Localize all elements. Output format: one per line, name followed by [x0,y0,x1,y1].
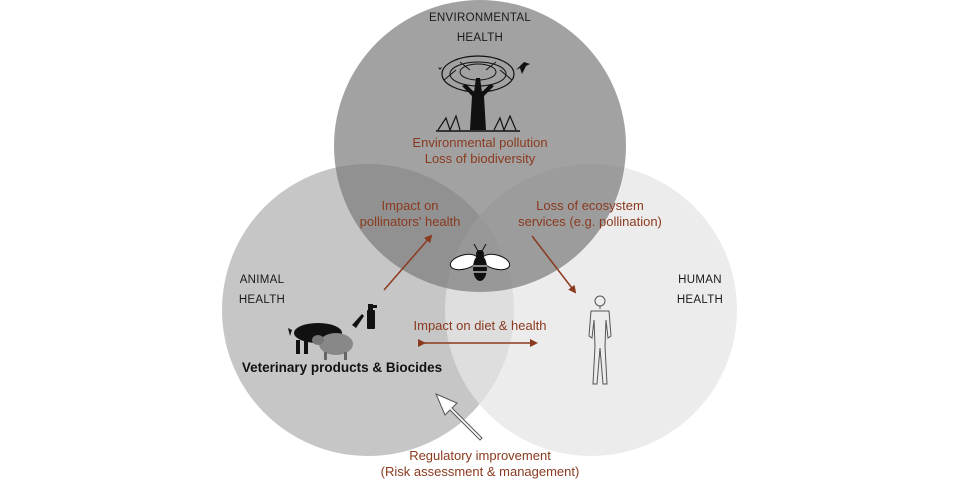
animal-label-line2: HEALTH [238,294,286,306]
human-label-line1: HUMAN [678,274,722,286]
env-effects-line1: Environmental pollution [412,135,548,150]
ecosystem-line2: services (e.g. pollination) [518,214,662,229]
human-figure-icon [588,295,612,385]
sheep-icon [312,333,353,360]
spray-bottle-icon [352,304,377,329]
arrow-to-human [531,235,577,294]
tree-icon [436,55,520,132]
environmental-health-circle [334,0,626,292]
regulatory-line1: Regulatory improvement [409,448,551,463]
environmental-effects-text: Environmental pollution Loss of biodiver… [380,135,580,167]
env-effects-line2: Loss of biodiversity [424,151,536,166]
products-text: Veterinary products & Biocides [241,360,443,375]
regulatory-line2: (Risk assessment & management) [380,464,580,479]
ecosystem-line1: Loss of ecosystem [536,198,644,213]
env-label-line1: ENVIRONMENTAL [428,12,532,24]
regulatory-text: Regulatory improvement (Risk assessment … [350,448,610,480]
env-label-line2: HEALTH [456,32,504,44]
animal-health-label: ANIMAL HEALTH [212,270,312,310]
arrow-to-pollinators [383,234,433,291]
animal-label-line1: ANIMAL [239,274,285,286]
pollinators-text: Impact on pollinators' health [330,198,490,230]
regulatory-arrow [435,393,483,441]
bird-icon [432,62,530,74]
human-health-label: HUMAN HEALTH [650,270,750,310]
pollinators-line2: pollinators' health [359,214,461,229]
diet-text: Impact on diet & health [413,318,547,333]
human-label-line2: HEALTH [676,294,724,306]
ecosystem-text: Loss of ecosystem services (e.g. pollina… [500,198,680,230]
pollinators-line1: Impact on [381,198,439,213]
bee-icon [449,243,511,281]
environmental-health-label: ENVIRONMENTAL HEALTH [380,8,580,48]
